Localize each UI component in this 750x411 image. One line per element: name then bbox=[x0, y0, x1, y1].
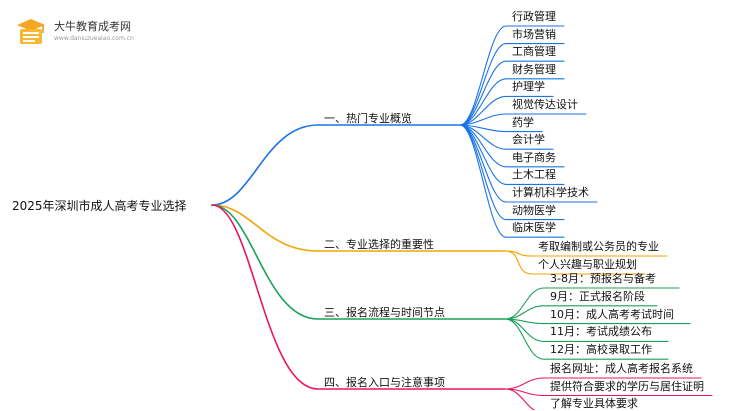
leaf-label: 提供符合要求的学历与居住证明 bbox=[550, 379, 704, 393]
leaf-connector bbox=[504, 377, 702, 390]
branch-label: 二、专业选择的重要性 bbox=[324, 238, 434, 251]
branch-label: 三、报名流程与时间节点 bbox=[324, 306, 445, 319]
leaf-connector bbox=[459, 78, 565, 126]
leaf-label: 药学 bbox=[512, 115, 534, 129]
leaf-connector bbox=[459, 113, 587, 126]
leaf-connector bbox=[459, 60, 565, 126]
leaf-connector bbox=[504, 250, 646, 275]
branch-connector bbox=[211, 204, 506, 320]
leaf-connector bbox=[459, 124, 565, 238]
leaf-label: 行政管理 bbox=[512, 10, 556, 23]
leaf-label: 9月：正式报名阶段 bbox=[550, 289, 645, 303]
leaf-connector bbox=[459, 25, 565, 126]
leaf-label: 财务管理 bbox=[512, 62, 556, 76]
branch-connector bbox=[211, 204, 506, 252]
branch-connector bbox=[211, 124, 461, 206]
book-graduation-icon bbox=[17, 19, 45, 44]
leaf-label: 10月：成人高考考试时间 bbox=[550, 307, 674, 321]
leaf-label: 电子商务 bbox=[512, 150, 556, 164]
root-topic: 2025年深圳市成人高考专业选择 bbox=[12, 199, 187, 213]
leaf-label: 报名网址：成人高考报名系统 bbox=[550, 362, 693, 375]
leaf-connector bbox=[504, 388, 536, 410]
leaf-label: 视觉传达设计 bbox=[512, 98, 578, 111]
leaf-connector bbox=[459, 43, 565, 126]
leaf-label: 工商管理 bbox=[512, 45, 556, 59]
leaf-connector bbox=[504, 305, 658, 320]
logo-title: 大牛教育成考网 bbox=[54, 20, 131, 33]
leaf-label: 临床医学 bbox=[512, 221, 556, 235]
leaf-label: 护理学 bbox=[512, 80, 545, 94]
leaf-label: 土木工程 bbox=[512, 168, 556, 182]
leaf-label: 了解专业具体要求 bbox=[550, 397, 638, 410]
leaf-label: 11月：考试成绩公布 bbox=[550, 325, 652, 339]
leaf-label: 个人兴趣与职业规划 bbox=[538, 258, 637, 271]
leaf-label: 会计学 bbox=[512, 133, 545, 147]
branch-label: 一、热门专业概览 bbox=[324, 112, 412, 125]
branch-label: 四、报名入口与注意事项 bbox=[324, 376, 445, 389]
leaf-label: 考取编制或公务员的专业 bbox=[538, 240, 659, 253]
leaf-connector bbox=[504, 287, 680, 320]
leaf-label: 计算机科学技术 bbox=[512, 186, 589, 199]
leaf-label: 市场营销 bbox=[512, 27, 556, 41]
branch-connector bbox=[211, 204, 506, 390]
leaf-connector bbox=[504, 318, 669, 360]
leaf-label: 动物医学 bbox=[512, 203, 556, 217]
site-logo: 大牛教育成考网 www.daniuzueaiao.com.cn bbox=[14, 14, 134, 50]
leaf-label: 12月：高校录取工作 bbox=[550, 343, 652, 357]
logo-url: www.daniuzueaiao.com.cn bbox=[54, 35, 134, 42]
leaf-label: 3-8月：预报名与备考 bbox=[550, 272, 656, 285]
